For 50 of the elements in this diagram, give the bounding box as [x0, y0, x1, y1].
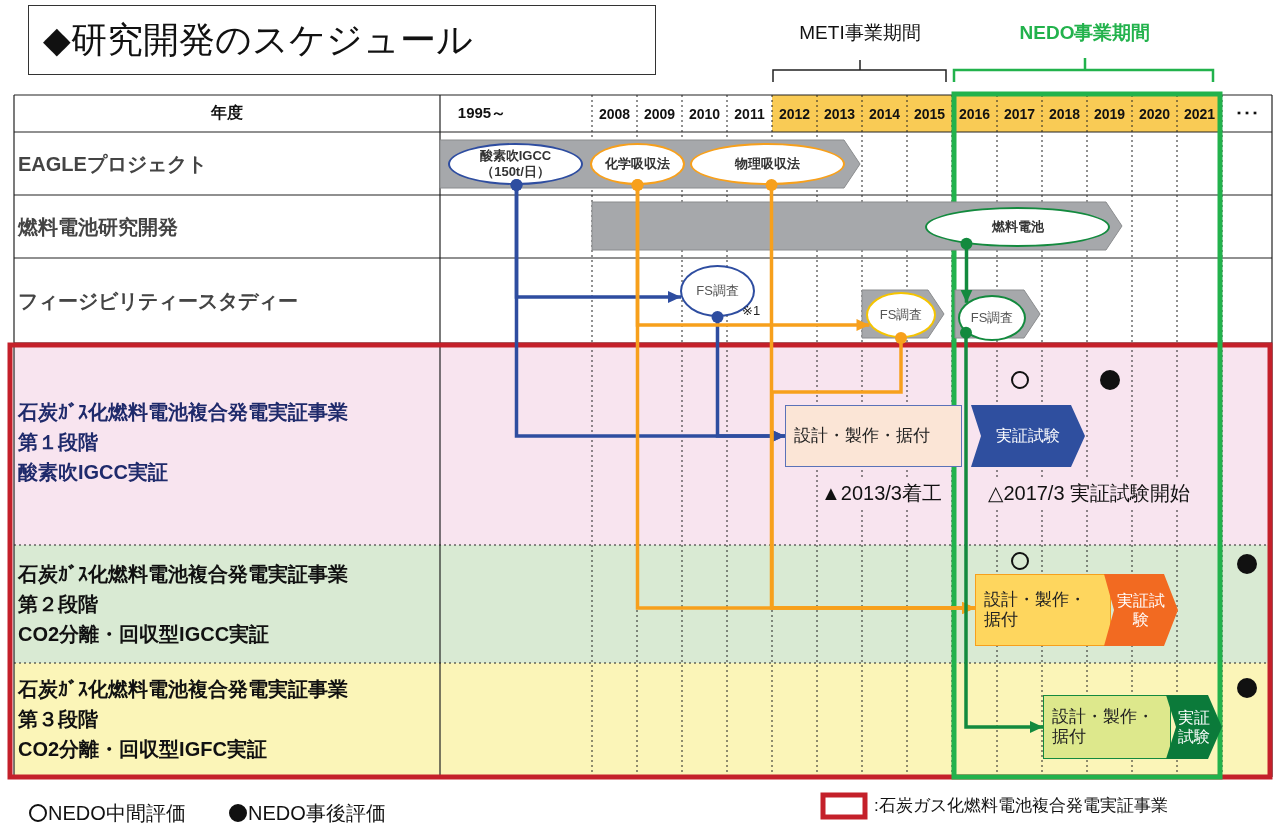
year-label: 2010 [687, 104, 722, 124]
connector-line [770, 332, 975, 614]
edge-label: ※1 [742, 303, 761, 318]
year-label: 2013 [822, 104, 857, 124]
row-label: 第２段階 [18, 591, 99, 617]
ellipsis-label: ･･･ [1234, 103, 1260, 124]
year-label: 2008 [597, 104, 632, 124]
row-label: CO2分離・回収型IGFC実証 [18, 736, 268, 762]
year-label: 2016 [957, 104, 992, 124]
test-phase-block: 実証試験 [971, 405, 1085, 467]
year-label: 1995～ [456, 103, 508, 123]
year-label: 2015 [912, 104, 947, 124]
year-label: 2021 [1182, 104, 1217, 124]
test-phase-block: 実証試験 [1104, 574, 1178, 646]
year-label: 2009 [642, 104, 677, 124]
period-label: METI事業期間 [798, 21, 922, 45]
column-header: 年度 [210, 103, 244, 123]
project-arrow-bar [592, 202, 1122, 250]
year-label: 2011 [733, 104, 766, 124]
legend-text: :石炭ガス化燃料電池複合発電実証事業 [874, 795, 1168, 817]
schedule-bar: 設計・製作・据付 [1043, 695, 1171, 759]
connector-line [711, 311, 785, 442]
year-label: 2017 [1002, 104, 1037, 124]
row-label: EAGLEプロジェクト [18, 151, 208, 177]
schedule-bar: 設計・製作・据付 [785, 405, 962, 467]
period-label: NEDO事業期間 [1018, 21, 1152, 45]
row-label: 燃料電池研究開発 [18, 214, 179, 240]
project-arrow-bar [440, 140, 860, 188]
year-label: 2020 [1137, 104, 1172, 124]
year-label: 2019 [1092, 104, 1127, 124]
year-label: 2018 [1047, 104, 1082, 124]
legend-text: NEDO事後評価 [248, 801, 386, 826]
row-label: 第３段階 [18, 706, 99, 732]
row-label: CO2分離・回収型IGCC実証 [18, 621, 271, 647]
year-label: 2012 [777, 104, 812, 124]
project-arrow-bar [955, 290, 1040, 338]
row-label: 石炭ｶﾞｽ化燃料電池複合発電実証事業 [18, 676, 349, 702]
legend-text: NEDO中間評価 [48, 801, 186, 826]
row-label: 石炭ｶﾞｽ化燃料電池複合発電実証事業 [18, 561, 349, 587]
row-label: フィージビリティースタディー [18, 288, 299, 314]
project-arrow-bar [862, 290, 944, 338]
test-phase-block: 実証試験 [1166, 695, 1222, 759]
year-label: 2014 [867, 104, 902, 124]
row-label: 第１段階 [18, 429, 99, 455]
row-label: 石炭ｶﾞｽ化燃料電池複合発電実証事業 [18, 399, 349, 425]
schedule-bar: 設計・製作・据付 [975, 574, 1111, 646]
connector-line [960, 237, 973, 303]
connector-line [960, 326, 1043, 733]
title-box: ◆研究開発のスケジュール [28, 5, 656, 75]
row-label: 酸素吹IGCC実証 [18, 459, 169, 485]
